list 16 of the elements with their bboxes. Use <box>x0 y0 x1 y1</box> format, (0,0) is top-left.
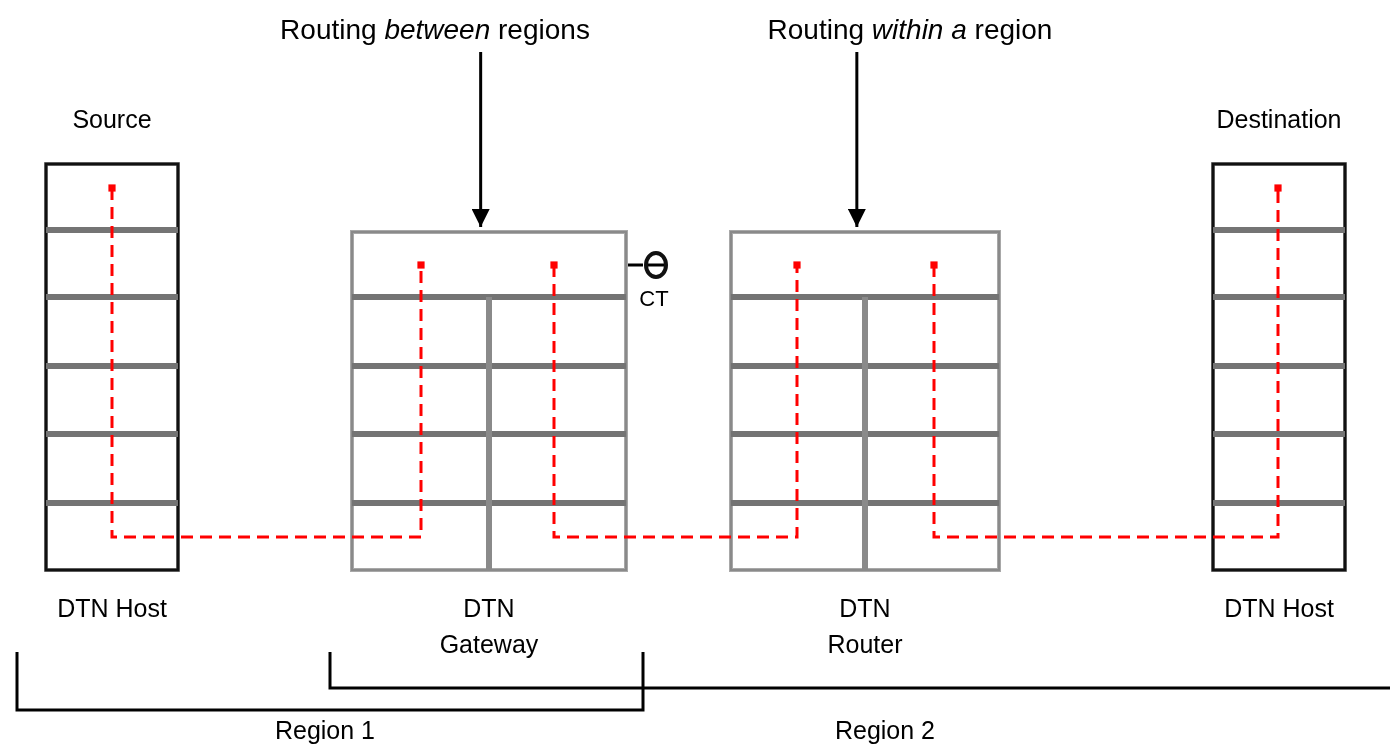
arrow <box>847 52 866 227</box>
node-label: DTN Gateway <box>438 593 540 660</box>
region-label: Region 1 <box>273 715 377 746</box>
annotation-text: Routing between regions <box>279 13 591 47</box>
icon-label: CT <box>638 285 670 313</box>
node-label: DTN Host <box>1224 593 1334 624</box>
region-label: Region 2 <box>833 715 937 746</box>
data-path-line <box>550 261 801 539</box>
node-label: Destination <box>1215 104 1343 135</box>
data-path-line <box>930 184 1282 539</box>
annotation-text: Routing within a region <box>766 13 1054 47</box>
data-path-line <box>108 184 425 539</box>
node-label: DTN Host <box>57 593 167 624</box>
node-label: DTN Router <box>826 593 904 660</box>
arrow <box>471 52 490 227</box>
node-label: Source <box>71 104 153 135</box>
